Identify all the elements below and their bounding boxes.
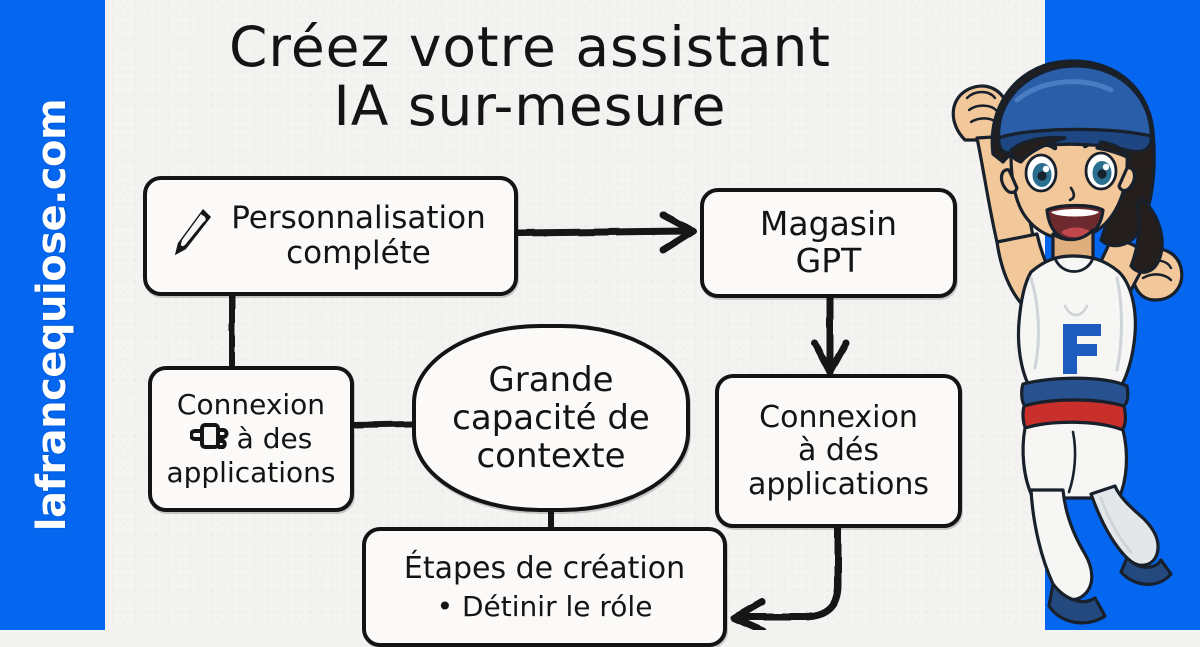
node-connexion-left-line3: applications: [166, 456, 336, 490]
node-grande-capacite-contexte[interactable]: Grande capacité de contexte: [412, 324, 690, 512]
node-personnalisation-label: Personnalisation compléte: [225, 201, 492, 270]
node-etapes-heading: Étapes de création: [403, 550, 686, 586]
node-magasin-gpt-line1: Magasin: [759, 204, 898, 244]
watermark-site-url: lafrancequiose.com: [0, 0, 105, 630]
node-contexte-line2: capacité de: [452, 397, 650, 438]
node-connexion-applications-right[interactable]: Connexion à dés applications: [715, 374, 962, 528]
node-connexion-right-line3: applications: [747, 466, 930, 502]
node-contexte-line3: contexte: [476, 436, 626, 477]
page-title: Créez votre assistant IA sur-mesure: [150, 15, 910, 139]
node-connexion-right-line2: à dés: [797, 433, 880, 469]
node-magasin-gpt[interactable]: Magasin GPT: [700, 188, 957, 298]
paper-background: [105, 0, 1045, 630]
node-connexion-right-line1: Connexion: [759, 399, 918, 435]
node-connexion-left-label: Connexion à des applications: [160, 389, 341, 488]
plug-icon: [188, 421, 232, 457]
node-etapes-bullet-1: • Détinir le róle: [436, 590, 653, 624]
left-brand-band: [0, 0, 105, 630]
node-personnalisation[interactable]: Personnalisation compléte: [143, 176, 518, 296]
node-etapes-label: Étapes de création • Détinir le róle: [366, 550, 723, 624]
node-connexion-applications-left[interactable]: Connexion à des applications: [148, 366, 354, 512]
node-contexte-line1: Grande: [488, 359, 614, 400]
watermark-text: lafrancequiose.com: [29, 98, 76, 532]
node-contexte-label: Grande capacité de contexte: [446, 361, 656, 475]
node-connexion-left-line2: à des: [236, 422, 313, 456]
node-connexion-left-line1: Connexion: [176, 388, 326, 422]
node-magasin-gpt-label: Magasin GPT: [754, 204, 903, 280]
node-personnalisation-line2: compléte: [286, 235, 431, 271]
page-title-line1: Créez votre assistant: [229, 15, 831, 79]
node-etapes-de-creation[interactable]: Étapes de création • Détinir le róle: [362, 527, 727, 647]
mascot-character: [905, 28, 1200, 630]
node-personnalisation-line1: Personnalisation: [231, 200, 486, 237]
node-magasin-gpt-line2: GPT: [795, 241, 862, 280]
pencil-icon: [169, 205, 215, 267]
node-connexion-right-label: Connexion à dés applications: [742, 401, 935, 502]
page-title-line2: IA sur-mesure: [333, 74, 727, 139]
